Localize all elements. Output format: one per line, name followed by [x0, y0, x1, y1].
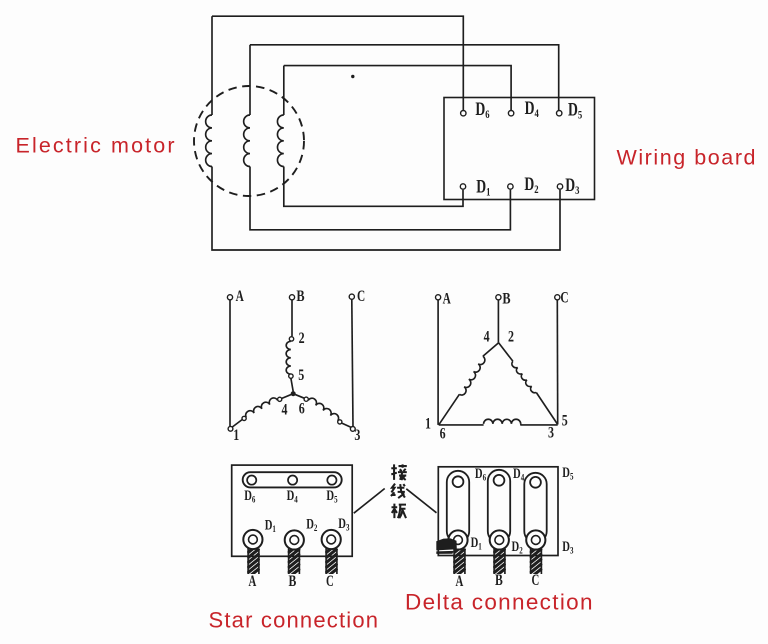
svg-text:A: A: [236, 288, 245, 305]
svg-text:D5: D5: [568, 100, 582, 122]
svg-text:2: 2: [508, 328, 514, 345]
svg-text:Wiring board: Wiring board: [617, 146, 756, 170]
svg-text:D1: D1: [265, 517, 276, 535]
svg-text:A: A: [443, 290, 452, 307]
svg-text:D4: D4: [513, 466, 524, 484]
svg-text:D1: D1: [471, 535, 482, 553]
svg-text:C: C: [560, 290, 568, 307]
svg-text:C: C: [357, 288, 365, 305]
svg-text:D1: D1: [476, 176, 490, 198]
svg-text:A: A: [456, 573, 464, 590]
svg-text:D2: D2: [512, 539, 523, 557]
svg-text:3: 3: [548, 424, 554, 441]
svg-text:B: B: [502, 290, 510, 307]
svg-text:Electric motor: Electric motor: [16, 134, 175, 158]
svg-text:Star connection: Star connection: [209, 608, 379, 633]
svg-text:D5: D5: [326, 488, 337, 506]
svg-text:6: 6: [440, 425, 446, 442]
svg-text:4: 4: [282, 402, 288, 419]
svg-text:1: 1: [233, 427, 239, 444]
svg-text:D2: D2: [306, 517, 317, 535]
svg-text:D2: D2: [524, 174, 538, 196]
svg-text:D4: D4: [287, 488, 298, 506]
svg-text:5: 5: [562, 413, 568, 430]
svg-text:D3: D3: [562, 539, 573, 557]
svg-text:D6: D6: [475, 466, 486, 484]
svg-text:C: C: [532, 572, 540, 589]
svg-text:C: C: [326, 573, 334, 590]
svg-text:4: 4: [484, 329, 490, 346]
svg-text:D3: D3: [565, 175, 579, 197]
svg-text:D3: D3: [338, 516, 349, 534]
svg-text:D5: D5: [562, 465, 573, 483]
svg-text:D4: D4: [525, 98, 539, 120]
svg-text:B: B: [495, 572, 503, 589]
svg-text:5: 5: [298, 367, 304, 384]
svg-text:D6: D6: [244, 488, 255, 506]
svg-text:1: 1: [425, 416, 431, 433]
svg-text:2: 2: [299, 330, 305, 347]
svg-text:6: 6: [299, 401, 305, 418]
svg-text:3: 3: [354, 427, 360, 444]
svg-text:Delta connection: Delta connection: [405, 590, 593, 615]
svg-text:D6: D6: [475, 99, 489, 121]
svg-text:B: B: [296, 288, 304, 305]
svg-text:B: B: [289, 573, 297, 590]
svg-text:A: A: [249, 573, 257, 590]
